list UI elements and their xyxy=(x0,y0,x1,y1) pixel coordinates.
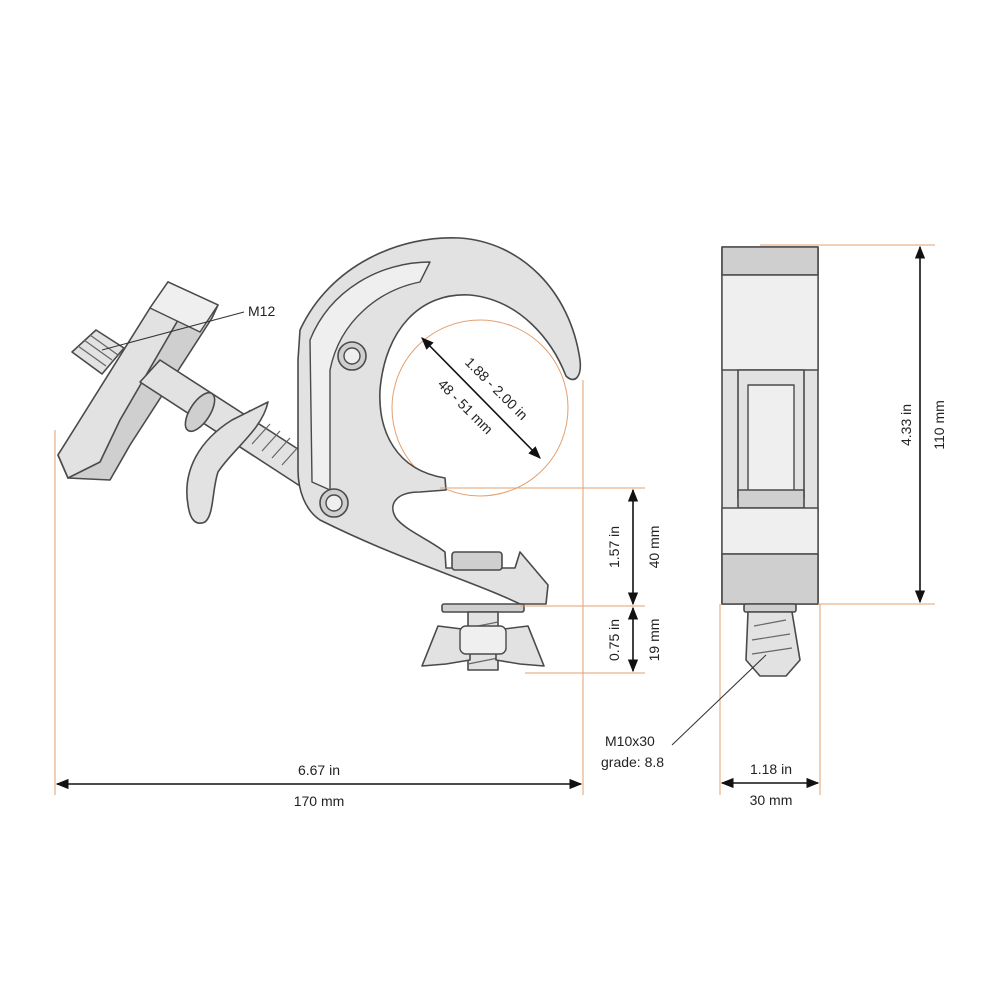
width-mm-label: 30 mm xyxy=(750,792,793,808)
m12-threaded-stud xyxy=(71,329,125,375)
tube-outline-circle xyxy=(391,319,569,497)
jaw-opening-mm-label: 40 mm xyxy=(646,526,662,569)
bottom-wing-bolt xyxy=(421,603,545,671)
extension-lines xyxy=(54,244,935,795)
clamp-side-view xyxy=(57,237,582,671)
safety-lever xyxy=(186,401,269,524)
overall-length-in-label: 6.67 in xyxy=(298,762,340,778)
bolt-length-mm-label: 19 mm xyxy=(646,619,662,662)
overall-length-mm-label: 170 mm xyxy=(294,793,345,809)
m12-leader-line xyxy=(101,311,245,351)
height-mm-label: 110 mm xyxy=(931,400,947,450)
dimension-lines xyxy=(55,245,926,790)
m12-label: M12 xyxy=(248,303,275,319)
bolt-spec-leader-line xyxy=(671,654,767,746)
jaw-opening-in-label: 1.57 in xyxy=(606,526,622,568)
height-in-label: 4.33 in xyxy=(898,404,914,446)
clamp-front-view xyxy=(721,246,819,677)
hook-body xyxy=(297,237,582,605)
rod-washer xyxy=(184,391,216,433)
bolt-spec-label: M10x30 xyxy=(605,733,655,749)
bolt-length-in-label: 0.75 in xyxy=(606,619,622,661)
knob-handwheel xyxy=(57,281,219,481)
bolt-grade-label: grade: 8.8 xyxy=(601,754,664,770)
width-in-label: 1.18 in xyxy=(750,761,792,777)
